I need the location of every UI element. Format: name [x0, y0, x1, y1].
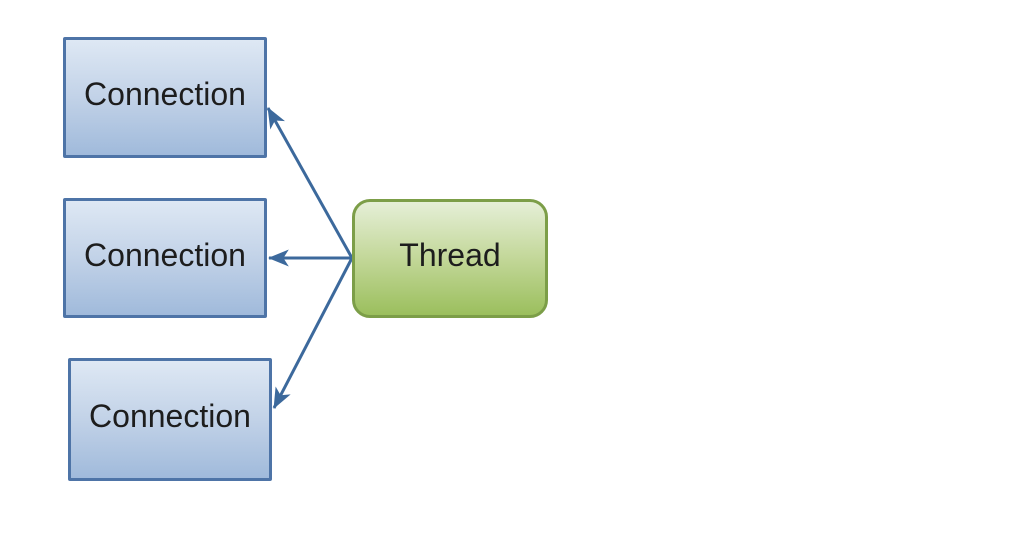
- connection-node-1: Connection: [63, 37, 267, 158]
- thread-node-label: Thread: [399, 237, 501, 273]
- arrow-thread-to-connection-1: [266, 107, 354, 259]
- connection-node-3-label: Connection: [89, 398, 251, 434]
- connection-node-2-label: Connection: [84, 236, 246, 273]
- connection-node-3: Connection: [68, 358, 272, 481]
- thread-node: Thread: [352, 199, 548, 318]
- connection-node-2: Connection: [63, 198, 267, 318]
- connection-node-1-label: Connection: [84, 76, 246, 112]
- arrow-thread-to-connection-3: [272, 257, 354, 409]
